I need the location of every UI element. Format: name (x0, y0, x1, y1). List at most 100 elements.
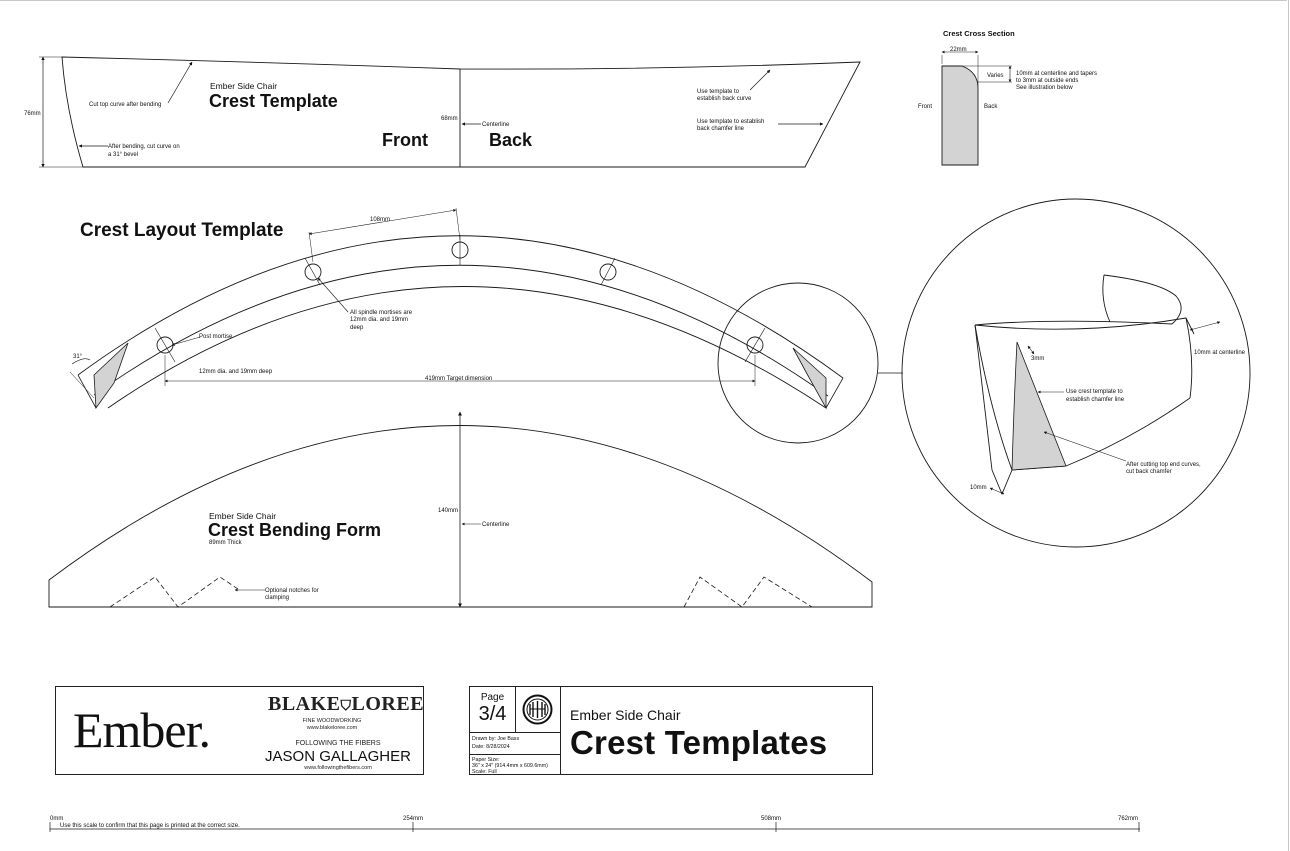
dim-68-label: 68mm (441, 116, 458, 122)
post-note1: Post mortise (199, 334, 233, 340)
detail-top-curl (1103, 274, 1182, 325)
cross-section-front: Front (918, 104, 932, 110)
detail-labels: 3mm 10mm at centerline Use crest templat… (970, 350, 1246, 491)
crest-template-labels: Ember Side Chair Crest Template Front Ba… (24, 81, 764, 158)
spindle-note2: 12mm dia. and 19mm (350, 317, 408, 323)
chamfer-note2: establish chamfer line (1066, 397, 1125, 403)
blake-url: www.blakeloree.com (306, 725, 358, 731)
jason-gallagher: JASON GALLAGHER (265, 748, 411, 765)
note-bevel-line1: After bending, cut curve on (108, 144, 180, 150)
detail-callout-circle (717, 282, 879, 444)
note-bevel-line2: a 31° bevel (108, 152, 138, 158)
dim-3mm-line (1027, 345, 1035, 355)
chair-icon: ⛉ (340, 699, 352, 714)
scale-note: Use this scale to confirm that this page… (60, 823, 240, 829)
leader-top-curve (167, 61, 193, 104)
note-chamfer-line2: back chamfer line (697, 126, 745, 132)
dim-10-center-line (1189, 321, 1221, 331)
dim-3mm-label: 3mm (1031, 356, 1044, 362)
notch-note1: Optional notches for (265, 588, 319, 594)
blake-logo-part1: BLAKE (268, 693, 341, 715)
layout-title: Crest Layout Template (80, 220, 283, 241)
scale-0: 0mm (50, 816, 63, 822)
angle-31-label: 31° (73, 354, 83, 360)
dim-22-label: 22mm (950, 47, 967, 53)
paper-size-label: Paper Size: (472, 757, 500, 763)
after-note1: After cutting top end curves, (1126, 462, 1201, 468)
bending-form-labels: Ember Side Chair Crest Bending Form 89mm… (208, 508, 510, 601)
note-back-curve-line1: Use template to (697, 89, 740, 95)
detail-top-face (974, 320, 1173, 326)
crest-template-project: Ember Side Chair (210, 81, 277, 91)
bending-form-thickness: 89mm Thick (209, 540, 243, 546)
bending-form-outline (48, 425, 873, 608)
dim-140-label: 140mm (438, 508, 458, 514)
post-note2: 12mm dia. and 19mm deep (199, 369, 273, 375)
detail-chamfer-face (1011, 341, 1067, 471)
dim-10mm-line (989, 487, 1005, 495)
left-end-chamfer (93, 342, 129, 410)
spindle-note3: deep (350, 325, 364, 331)
drawn-date: Date: 8/28/2024 (472, 744, 510, 750)
crest-template-outline (61, 56, 861, 168)
post-mortise-right (746, 336, 764, 354)
bending-centerline-label: Centerline (482, 522, 510, 528)
brand-title-block: Ember. BLAKE⛉LOREE FINE WOODWORKING www.… (55, 686, 424, 775)
title-block-title: Crest Templates (570, 724, 828, 761)
sheet-right-edge (1288, 0, 1289, 851)
detail-right-edge (1185, 317, 1193, 399)
detail-circle (901, 198, 1251, 548)
sheet-top-edge (0, 0, 1287, 3)
note-top-curve: Cut top curve after bending (89, 102, 161, 108)
following-the-fibers: FOLLOWING THE FIBERS (295, 740, 381, 747)
crest-template-title: Crest Template (209, 91, 338, 111)
fine-woodworking: FINE WOODWORKING (302, 718, 362, 724)
paper-size-cell: Paper Size: 36" x 24" (914.4mm x 609.6mm… (470, 755, 560, 775)
angle-31-arc (71, 358, 91, 365)
scale-bar-labels: 0mm 254mm 508mm 762mm Use this scale to … (50, 816, 1138, 829)
detail-view (901, 198, 1251, 548)
right-end-chamfer (792, 347, 827, 410)
leader-back-curve (749, 69, 771, 91)
spindle-mortise-1 (304, 263, 322, 281)
logo-cell (515, 687, 560, 733)
scale-508: 508mm (761, 816, 781, 822)
back-label: Back (489, 130, 533, 150)
dim-10mm-label: 10mm (970, 485, 987, 491)
cross-section: Crest Cross Section 22mm Varies Front Ba… (918, 29, 1097, 166)
dim-108-line (308, 208, 457, 236)
cross-section-title: Crest Cross Section (943, 29, 1015, 38)
monogram-icon (522, 694, 553, 725)
dim-108-label: 108mm (370, 217, 390, 223)
note-chamfer-line1: Use template to establish (697, 119, 764, 125)
notch-note2: clamping (265, 595, 289, 601)
detail-back-curve (974, 317, 1195, 335)
note-back-curve-line2: establish back curve (697, 96, 752, 102)
scale-254: 254mm (403, 816, 423, 822)
cross-section-note1: 10mm at centerline and tapers (1016, 71, 1097, 77)
drawing-scale: Scale: Full (472, 769, 497, 775)
cross-section-back: Back (984, 104, 998, 110)
centerline-label: Centerline (482, 122, 510, 128)
cross-section-shape (941, 65, 979, 166)
leader-back-chamfer (1043, 431, 1127, 462)
dim-10-center-label: 10mm at centerline (1194, 350, 1246, 356)
ember-logo: Ember. (73, 702, 211, 758)
scale-bar (49, 822, 1140, 832)
title-block-subtitle: Ember Side Chair (570, 707, 681, 723)
blake-logo-part2: LOREE (351, 693, 425, 715)
bending-form-project: Ember Side Chair (209, 511, 276, 521)
bending-form-title: Crest Bending Form (208, 520, 381, 540)
fibers-url: www.followingthefibers.com (304, 765, 372, 771)
spindle-mortise-3 (599, 263, 617, 281)
page-number: 3/4 (478, 703, 507, 725)
dim-76-label: 76mm (24, 111, 41, 117)
drawing-title-block: Page 3/4 Drawn by: Joe Bass Date: 8/28/2… (469, 686, 873, 775)
cross-section-note2: to 3mm at outside ends (1016, 78, 1078, 84)
scale-762: 762mm (1118, 816, 1138, 822)
leader-post (171, 336, 201, 346)
varies-label: Varies (987, 73, 1004, 79)
leader-spindle (317, 277, 349, 313)
